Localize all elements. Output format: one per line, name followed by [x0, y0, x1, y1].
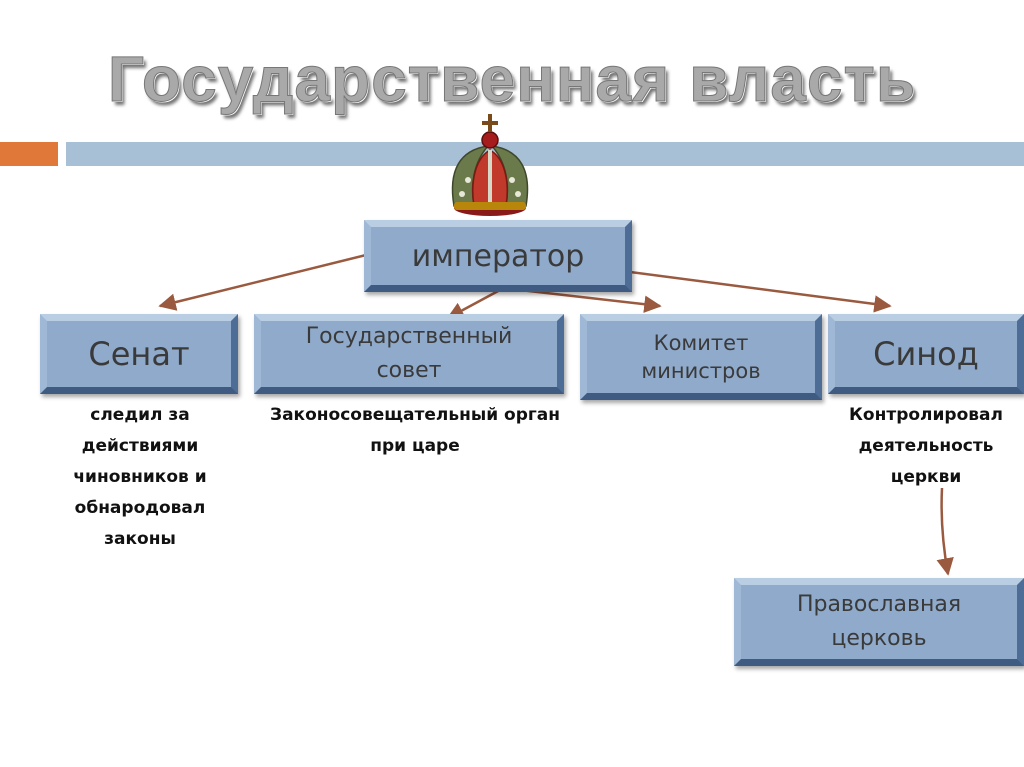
node-senate-label: Сенат: [88, 335, 190, 373]
node-orthodox-church-label: Православная церковь: [796, 592, 962, 651]
arrow-emperor-committee: [519, 288, 662, 313]
page-title: Государственная власть: [107, 43, 917, 116]
node-orthodox-church: Православная церковь: [734, 578, 1024, 666]
node-synod: Синод: [828, 314, 1024, 394]
accent-bar-orange: [0, 142, 58, 166]
node-state-council: Государственный совет: [254, 314, 564, 394]
node-emperor: император: [364, 220, 632, 292]
arrow-emperor-synod: [629, 270, 892, 313]
node-committee: Комитет министров: [580, 314, 822, 400]
node-emperor-label: император: [411, 238, 585, 274]
note-synod: Контролировал деятельность церкви: [849, 405, 1003, 487]
accent-bar-blue: [66, 142, 1024, 166]
arrow-emperor-senate: [158, 253, 367, 311]
node-synod-label: Синод: [873, 335, 979, 373]
note-state-council: Законосовещательный орган при царе: [270, 405, 560, 456]
crown-icon: [451, 114, 529, 216]
arrow-synod-church: [936, 487, 954, 576]
node-state-council-label: Государственный совет: [305, 324, 513, 383]
node-senate: Сенат: [40, 314, 238, 394]
note-senate: следил за действиями чиновников и обнаро…: [73, 405, 207, 549]
node-committee-label: Комитет министров: [641, 331, 761, 383]
arrow-emperor-state-council: [446, 288, 501, 320]
